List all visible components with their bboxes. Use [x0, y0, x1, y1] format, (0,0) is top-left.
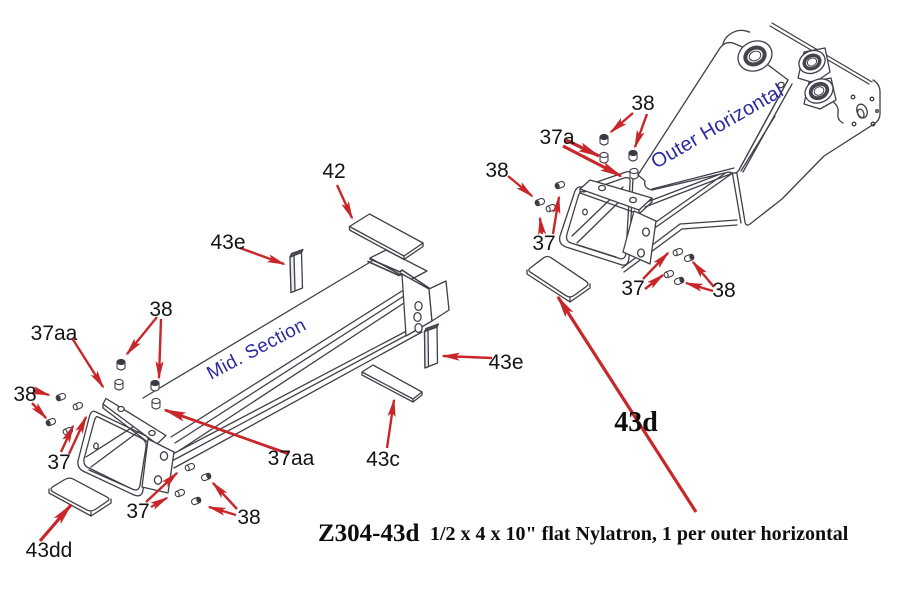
svg-text:38: 38 — [485, 159, 508, 182]
svg-text:Z304-43d: Z304-43d — [318, 520, 420, 547]
svg-text:37: 37 — [126, 500, 149, 523]
svg-text:38: 38 — [712, 279, 735, 302]
svg-text:37aa: 37aa — [31, 322, 78, 345]
svg-text:43d: 43d — [614, 407, 658, 438]
svg-text:38: 38 — [13, 383, 36, 406]
svg-text:37a: 37a — [539, 126, 574, 149]
svg-text:38: 38 — [149, 298, 172, 321]
svg-text:43c: 43c — [366, 448, 400, 471]
svg-text:37aa: 37aa — [268, 447, 315, 470]
svg-text:37: 37 — [621, 277, 644, 300]
svg-text:43e: 43e — [488, 351, 523, 374]
svg-text:1/2 x 4 x 10" flat Nylatron, 1: 1/2 x 4 x 10" flat Nylatron, 1 per outer… — [430, 523, 849, 545]
svg-text:38: 38 — [237, 506, 260, 529]
svg-text:37: 37 — [47, 451, 70, 474]
svg-text:38: 38 — [631, 92, 654, 115]
svg-text:43dd: 43dd — [26, 539, 73, 562]
svg-text:42: 42 — [322, 160, 345, 183]
svg-text:37: 37 — [532, 232, 555, 255]
svg-text:43e: 43e — [210, 231, 245, 254]
